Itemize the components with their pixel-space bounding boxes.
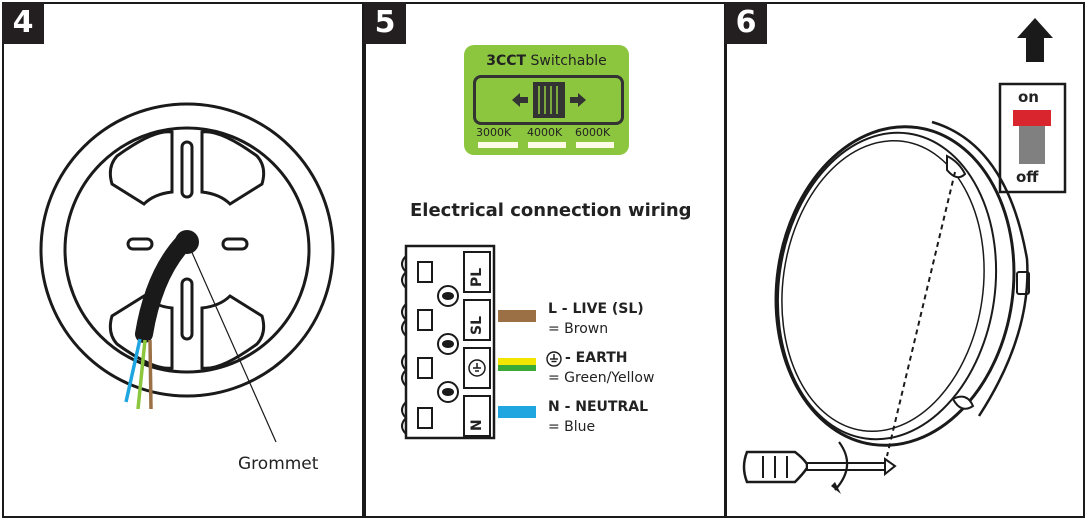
step-number-badge: 6: [725, 2, 767, 44]
earth-wire-desc: = Green/Yellow: [548, 370, 655, 386]
luminaire-installation-illustration: [742, 18, 1067, 494]
earth-wire-name: - EARTH: [565, 350, 628, 366]
earth-symbol-icon: [546, 351, 562, 367]
screwdriver-guide-line: [886, 171, 956, 457]
power-cable: [135, 233, 193, 343]
step-number-badge: 4: [2, 2, 44, 44]
blue-wire: [124, 338, 142, 403]
cct-slider-track[interactable]: [473, 75, 624, 125]
cct-switch-box: 3CCT Switchable 3000K 4000K 6000K: [464, 45, 629, 155]
brown-wire: [148, 339, 153, 410]
neutral-wire-blue: [498, 406, 536, 418]
wiring-title: Electrical connection wiring: [410, 200, 692, 221]
top-clip: [946, 154, 967, 179]
arrow-up-icon: [1017, 18, 1053, 62]
live-wire-desc: = Brown: [548, 321, 609, 337]
side-screw-slot: [1016, 271, 1030, 295]
luminaire-diffuser: [781, 140, 985, 432]
grommet-label: Grommet: [238, 454, 319, 474]
power-switch-body: [1019, 126, 1045, 164]
screw-icon: [437, 381, 459, 403]
temp-bar-3000k: [478, 142, 518, 148]
base-lobe-top-right: [200, 130, 266, 206]
grommet-pointer-line: [189, 247, 277, 443]
terminal-label-pl-text: PL: [469, 267, 485, 287]
terminal-pl-box: [463, 251, 491, 293]
earth-terminal-icon: [468, 359, 486, 377]
neutral-wire-desc: = Blue: [548, 419, 596, 435]
terminal-block-outline: [404, 244, 496, 440]
screw-icon: [437, 333, 459, 355]
neutral-wire-name: N - NEUTRAL: [548, 399, 649, 415]
screw-icon: [437, 285, 459, 307]
arrow-right-icon: [570, 93, 586, 107]
bottom-clip: [951, 395, 975, 410]
temp-bar-6000k: [576, 142, 614, 148]
left-slot: [126, 237, 154, 251]
screwdriver-icon: [742, 450, 897, 484]
step-5-panel: 5 3CCT Switchable 3000K 4000K 6000K Elec…: [364, 2, 726, 518]
step-4-panel: 4 Grommet: [2, 2, 364, 518]
luminaire-diffuser-rim: [776, 131, 998, 441]
temp-6000k: 6000K: [575, 126, 611, 139]
base-lobe-top-left: [108, 130, 174, 206]
live-wire-brown: [498, 310, 536, 322]
base-outer-ring: [39, 102, 335, 398]
green-yellow-wire: [136, 339, 147, 410]
rotation-arrow-icon: [834, 441, 849, 491]
rotation-arrowhead-icon: [831, 482, 841, 494]
cct-title-rest: Switchable: [530, 53, 607, 69]
luminaire-outer-shell: [774, 125, 1016, 447]
base-inner-ring: [63, 126, 311, 374]
cct-title-bold: 3CCT: [486, 53, 527, 69]
earth-wire-green: [498, 365, 536, 371]
temp-4000k: 4000K: [527, 126, 563, 139]
cct-slider-graphic: [512, 82, 586, 118]
terminal-label-sl-text: SL: [469, 315, 485, 335]
step-number-badge: 5: [364, 2, 406, 44]
terminal-block-diagram: [401, 244, 562, 440]
temp-bar-4000k: [528, 142, 566, 148]
switch-off-label: off: [1016, 168, 1039, 186]
base-lobe-bottom-right: [200, 294, 266, 370]
cct-title: 3CCT Switchable: [464, 53, 629, 69]
grommet-hole: [175, 230, 199, 254]
terminal-label-n-text: N: [469, 419, 485, 431]
earth-wire-yellow: [498, 358, 536, 365]
top-slot: [180, 140, 194, 199]
terminal-sl-box: [463, 299, 491, 341]
step-6-panel: 6 on off: [725, 2, 1085, 518]
arrow-left-icon: [512, 93, 528, 107]
luminaire-side-depth: [931, 120, 1029, 417]
live-wire-name: L - LIVE (SL): [548, 301, 644, 317]
power-switch-on-segment[interactable]: [1013, 110, 1051, 126]
bottom-slot: [180, 277, 194, 341]
terminal-earth-box: [463, 347, 491, 389]
right-slot: [221, 237, 249, 251]
terminal-n-box: [463, 395, 491, 437]
ceiling-base-illustration: [39, 102, 335, 443]
switch-on-label: on: [1018, 88, 1039, 106]
temp-3000k: 3000K: [476, 126, 512, 139]
